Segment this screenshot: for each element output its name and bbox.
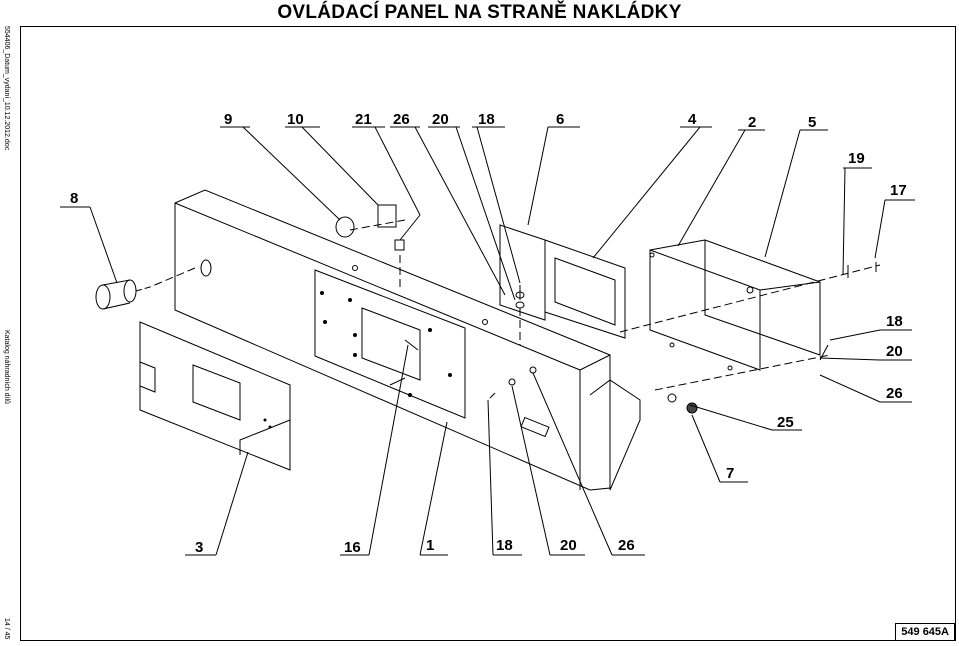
callout-5: 5 [808, 114, 816, 131]
callout-3: 3 [195, 539, 203, 556]
callout-6: 6 [556, 111, 564, 128]
callout-17: 17 [890, 182, 907, 199]
knob-part [95, 279, 151, 310]
control-panel-part [174, 189, 641, 491]
callout-18: 18 [478, 111, 495, 128]
small-parts [335, 204, 877, 414]
document-number: 549 645A [895, 623, 955, 641]
callout-20-right: 20 [886, 343, 903, 360]
callout-20-bottom: 20 [560, 537, 577, 554]
front-overlay-part [139, 321, 291, 471]
callout-19: 19 [848, 150, 865, 167]
callout-25: 25 [777, 414, 794, 431]
page-title: OVLÁDACÍ PANEL NA STRANĚ NAKLÁDKY [277, 2, 682, 23]
callout-26-right: 26 [886, 385, 903, 402]
callout-1: 1 [426, 537, 434, 554]
callout-16: 16 [344, 539, 361, 556]
callout-18-right: 18 [886, 313, 903, 330]
callout-2: 2 [748, 114, 756, 131]
callout-21: 21 [355, 111, 372, 128]
callout-underlines [60, 126, 915, 556]
callout-4: 4 [688, 111, 697, 128]
callout-9: 9 [224, 111, 232, 128]
callout-7: 7 [726, 465, 734, 482]
callout-26-bottom: 26 [618, 537, 635, 554]
drawing-frame [20, 26, 956, 641]
callout-20: 20 [432, 111, 449, 128]
assembly-axes [149, 219, 881, 391]
leader-lines [89, 126, 886, 556]
callout-26: 26 [393, 111, 410, 128]
callout-10: 10 [287, 111, 304, 128]
callout-18-bottom: 18 [496, 537, 513, 554]
callout-8: 8 [70, 190, 78, 207]
